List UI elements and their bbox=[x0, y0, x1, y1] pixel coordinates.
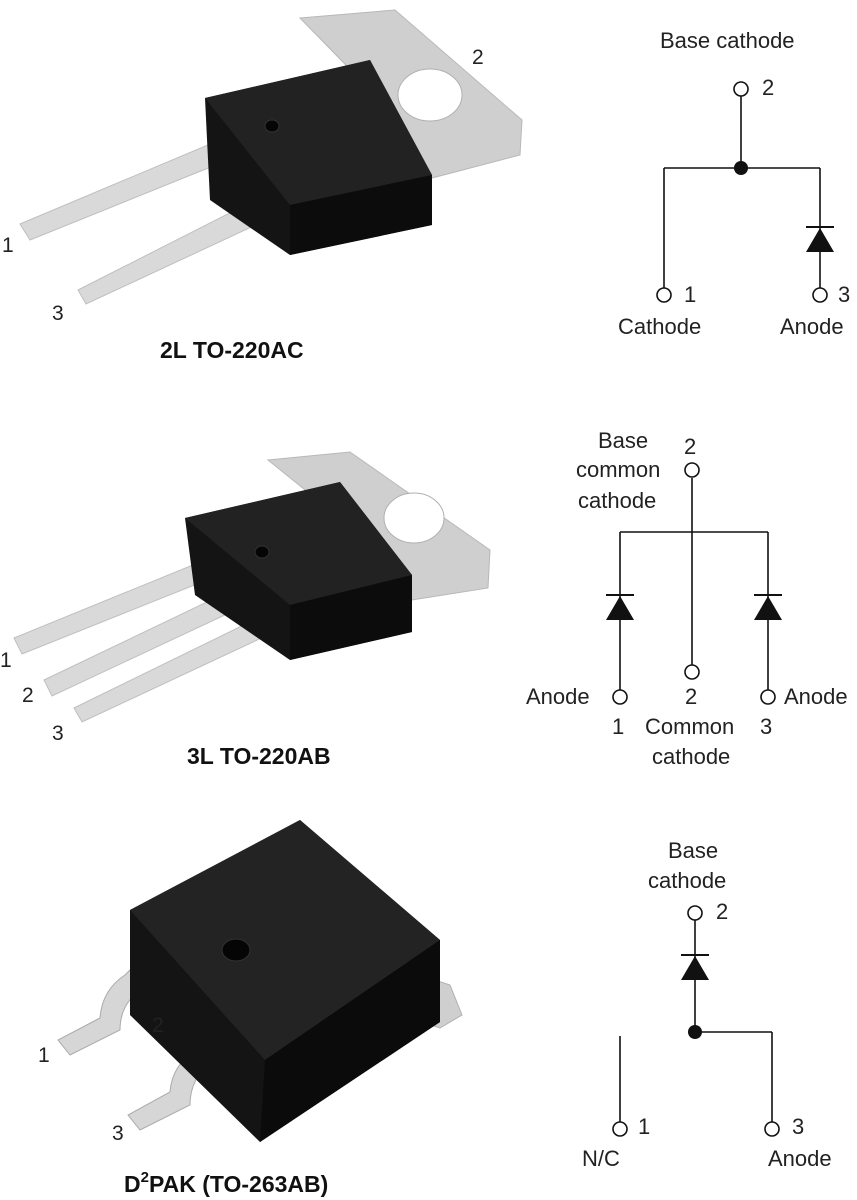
pin-1-number: 1 bbox=[612, 714, 624, 739]
terminal-1 bbox=[612, 1121, 628, 1137]
package-2l-to-220ac: 1 2 3 2L TO-220AC Base cathode 2 1 Catho… bbox=[0, 0, 857, 380]
photo-pin-2-label: 2 bbox=[152, 1014, 164, 1037]
pin-1-number: 1 bbox=[638, 1114, 650, 1139]
terminal-2 bbox=[733, 81, 749, 97]
diode-left-symbol bbox=[606, 596, 634, 620]
photo-pin-1-label: 1 bbox=[2, 234, 14, 257]
anode-label: Anode bbox=[768, 1146, 832, 1171]
to-220ac-photo bbox=[19, 9, 523, 305]
common-cathode-line2: cathode bbox=[652, 744, 730, 769]
terminal-1 bbox=[612, 689, 628, 705]
cathode-label: cathode bbox=[578, 488, 656, 513]
pin-2-number: 2 bbox=[716, 899, 728, 924]
base-label: Base bbox=[598, 428, 648, 453]
photo-pin-1-label: 1 bbox=[0, 649, 12, 672]
package-3l-to-220ab: 1 2 3 3L TO-220AB Base 2 common cathode … bbox=[0, 400, 857, 800]
photo-pin-3-label: 3 bbox=[112, 1122, 124, 1145]
d2pak-photo bbox=[57, 820, 463, 1142]
base-cathode-label: Base cathode bbox=[660, 28, 795, 53]
package-illustration: 1 2 3 2L TO-220AC Base cathode 2 1 Catho… bbox=[2, 9, 850, 363]
pin-1-number: 1 bbox=[684, 282, 696, 307]
pin-3-number: 3 bbox=[838, 282, 850, 307]
to-220ab-schematic bbox=[606, 462, 782, 705]
pin-2-number: 2 bbox=[762, 75, 774, 100]
common-cathode-line1: Common bbox=[645, 714, 734, 739]
terminal-1 bbox=[656, 287, 672, 303]
cathode-label: cathode bbox=[648, 868, 726, 893]
base-label: Base bbox=[668, 838, 718, 863]
terminal-3 bbox=[760, 689, 776, 705]
anode-label: Anode bbox=[780, 314, 844, 339]
package-caption: D2PAK (TO-263AB) bbox=[124, 1169, 328, 1197]
right-anode-label: Anode bbox=[784, 684, 848, 709]
package-caption: 2L TO-220AC bbox=[160, 337, 304, 363]
terminal-3 bbox=[812, 287, 828, 303]
diode-symbol bbox=[681, 956, 709, 980]
terminal-3 bbox=[764, 1121, 780, 1137]
pin-3-number: 3 bbox=[760, 714, 772, 739]
photo-pin-2-label: 2 bbox=[22, 684, 34, 707]
nc-label: N/C bbox=[582, 1146, 620, 1171]
diode-right-symbol bbox=[754, 596, 782, 620]
terminal-2-top bbox=[684, 462, 700, 478]
common-label: common bbox=[576, 457, 660, 482]
package-illustration: 1 2 3 D2PAK (TO-263AB) Base cathode 2 1 … bbox=[38, 820, 832, 1197]
package-caption: 3L TO-220AB bbox=[187, 743, 331, 769]
package-d2pak-to-263ab: 1 2 3 D2PAK (TO-263AB) Base cathode 2 1 … bbox=[0, 800, 857, 1200]
diode-symbol bbox=[806, 228, 834, 252]
pin-2-top-number: 2 bbox=[684, 434, 696, 459]
photo-pin-2-label: 2 bbox=[472, 46, 484, 69]
pin-3-number: 3 bbox=[792, 1114, 804, 1139]
photo-pin-3-label: 3 bbox=[52, 722, 64, 745]
to-220ab-photo bbox=[13, 451, 491, 723]
photo-pin-3-label: 3 bbox=[52, 302, 64, 325]
cathode-label: Cathode bbox=[618, 314, 701, 339]
d2pak-schematic bbox=[612, 905, 780, 1137]
left-anode-label: Anode bbox=[526, 684, 590, 709]
to-220ac-schematic bbox=[656, 81, 834, 303]
package-illustration: 1 2 3 3L TO-220AB Base 2 common cathode … bbox=[0, 428, 848, 769]
pin-2-number: 2 bbox=[685, 684, 697, 709]
photo-pin-1-label: 1 bbox=[38, 1044, 50, 1067]
terminal-2 bbox=[687, 905, 703, 921]
terminal-2-bottom bbox=[684, 664, 700, 680]
